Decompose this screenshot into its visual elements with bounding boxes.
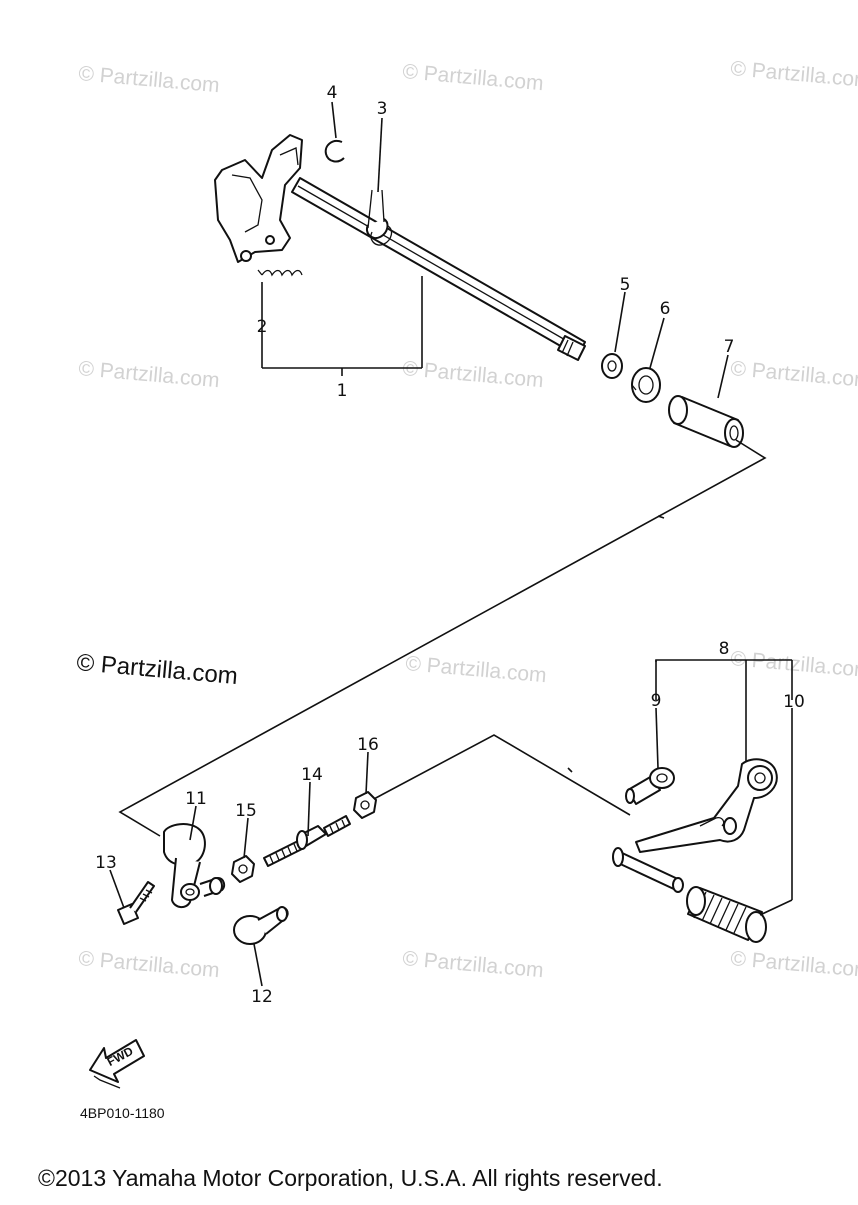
collar xyxy=(668,395,744,448)
fwd-arrow-icon: FWD xyxy=(89,1039,145,1089)
rod-end xyxy=(625,767,675,805)
callout-13: 13 xyxy=(95,853,117,873)
leader-lines-lower xyxy=(109,659,793,987)
watermark-prominent: © Partzilla.com xyxy=(75,649,238,690)
callout-11: 11 xyxy=(185,789,207,809)
watermark: © Partzilla.com xyxy=(730,57,858,92)
bolt xyxy=(117,881,155,925)
torsion-spring xyxy=(366,189,393,246)
callout-4: 4 xyxy=(327,83,338,103)
watermark: © Partzilla.com xyxy=(78,947,221,982)
shift-arm xyxy=(163,823,226,908)
watermark: © Partzilla.com xyxy=(730,357,858,392)
leader-lines-upper xyxy=(261,101,729,399)
callout-6: 6 xyxy=(660,299,671,319)
watermark: © Partzilla.com xyxy=(402,947,545,982)
watermark: © Partzilla.com xyxy=(730,947,858,982)
callout-3: 3 xyxy=(377,99,388,119)
washer xyxy=(601,353,623,379)
callout-7: 7 xyxy=(724,337,735,357)
watermark: © Partzilla.com xyxy=(730,647,858,682)
callout-10: 10 xyxy=(783,692,805,712)
watermark: © Partzilla.com xyxy=(402,60,545,95)
watermark: © Partzilla.com xyxy=(78,357,221,392)
callout-1: 1 xyxy=(337,381,348,401)
callout-15: 15 xyxy=(235,801,257,821)
callout-14: 14 xyxy=(301,765,323,785)
callout-12: 12 xyxy=(251,987,273,1007)
shift-shaft xyxy=(214,134,586,361)
callout-2: 2 xyxy=(257,317,268,337)
pedal-rubber xyxy=(686,886,767,943)
nut xyxy=(353,791,377,819)
shift-pedal xyxy=(612,758,778,893)
watermark: © Partzilla.com xyxy=(402,357,545,392)
nut xyxy=(231,855,255,883)
copyright-text: ©2013 Yamaha Motor Corporation, U.S.A. A… xyxy=(38,1165,663,1191)
diagram-code: 4BP010-1180 xyxy=(80,1105,165,1121)
shift-rod xyxy=(263,815,351,867)
watermark: © Partzilla.com xyxy=(78,62,221,97)
callout-5: 5 xyxy=(620,275,631,295)
oil-seal xyxy=(631,367,661,403)
callout-labels: 1 2 3 4 5 6 7 8 9 10 11 12 13 14 15 16 xyxy=(95,83,805,1007)
callout-9: 9 xyxy=(651,691,662,711)
assembly-lines xyxy=(118,439,767,837)
watermark: © Partzilla.com xyxy=(405,652,548,687)
circlip xyxy=(324,140,345,163)
ball-joint xyxy=(233,906,289,945)
spring xyxy=(257,269,303,277)
callout-8: 8 xyxy=(719,639,730,659)
callout-16: 16 xyxy=(357,735,379,755)
